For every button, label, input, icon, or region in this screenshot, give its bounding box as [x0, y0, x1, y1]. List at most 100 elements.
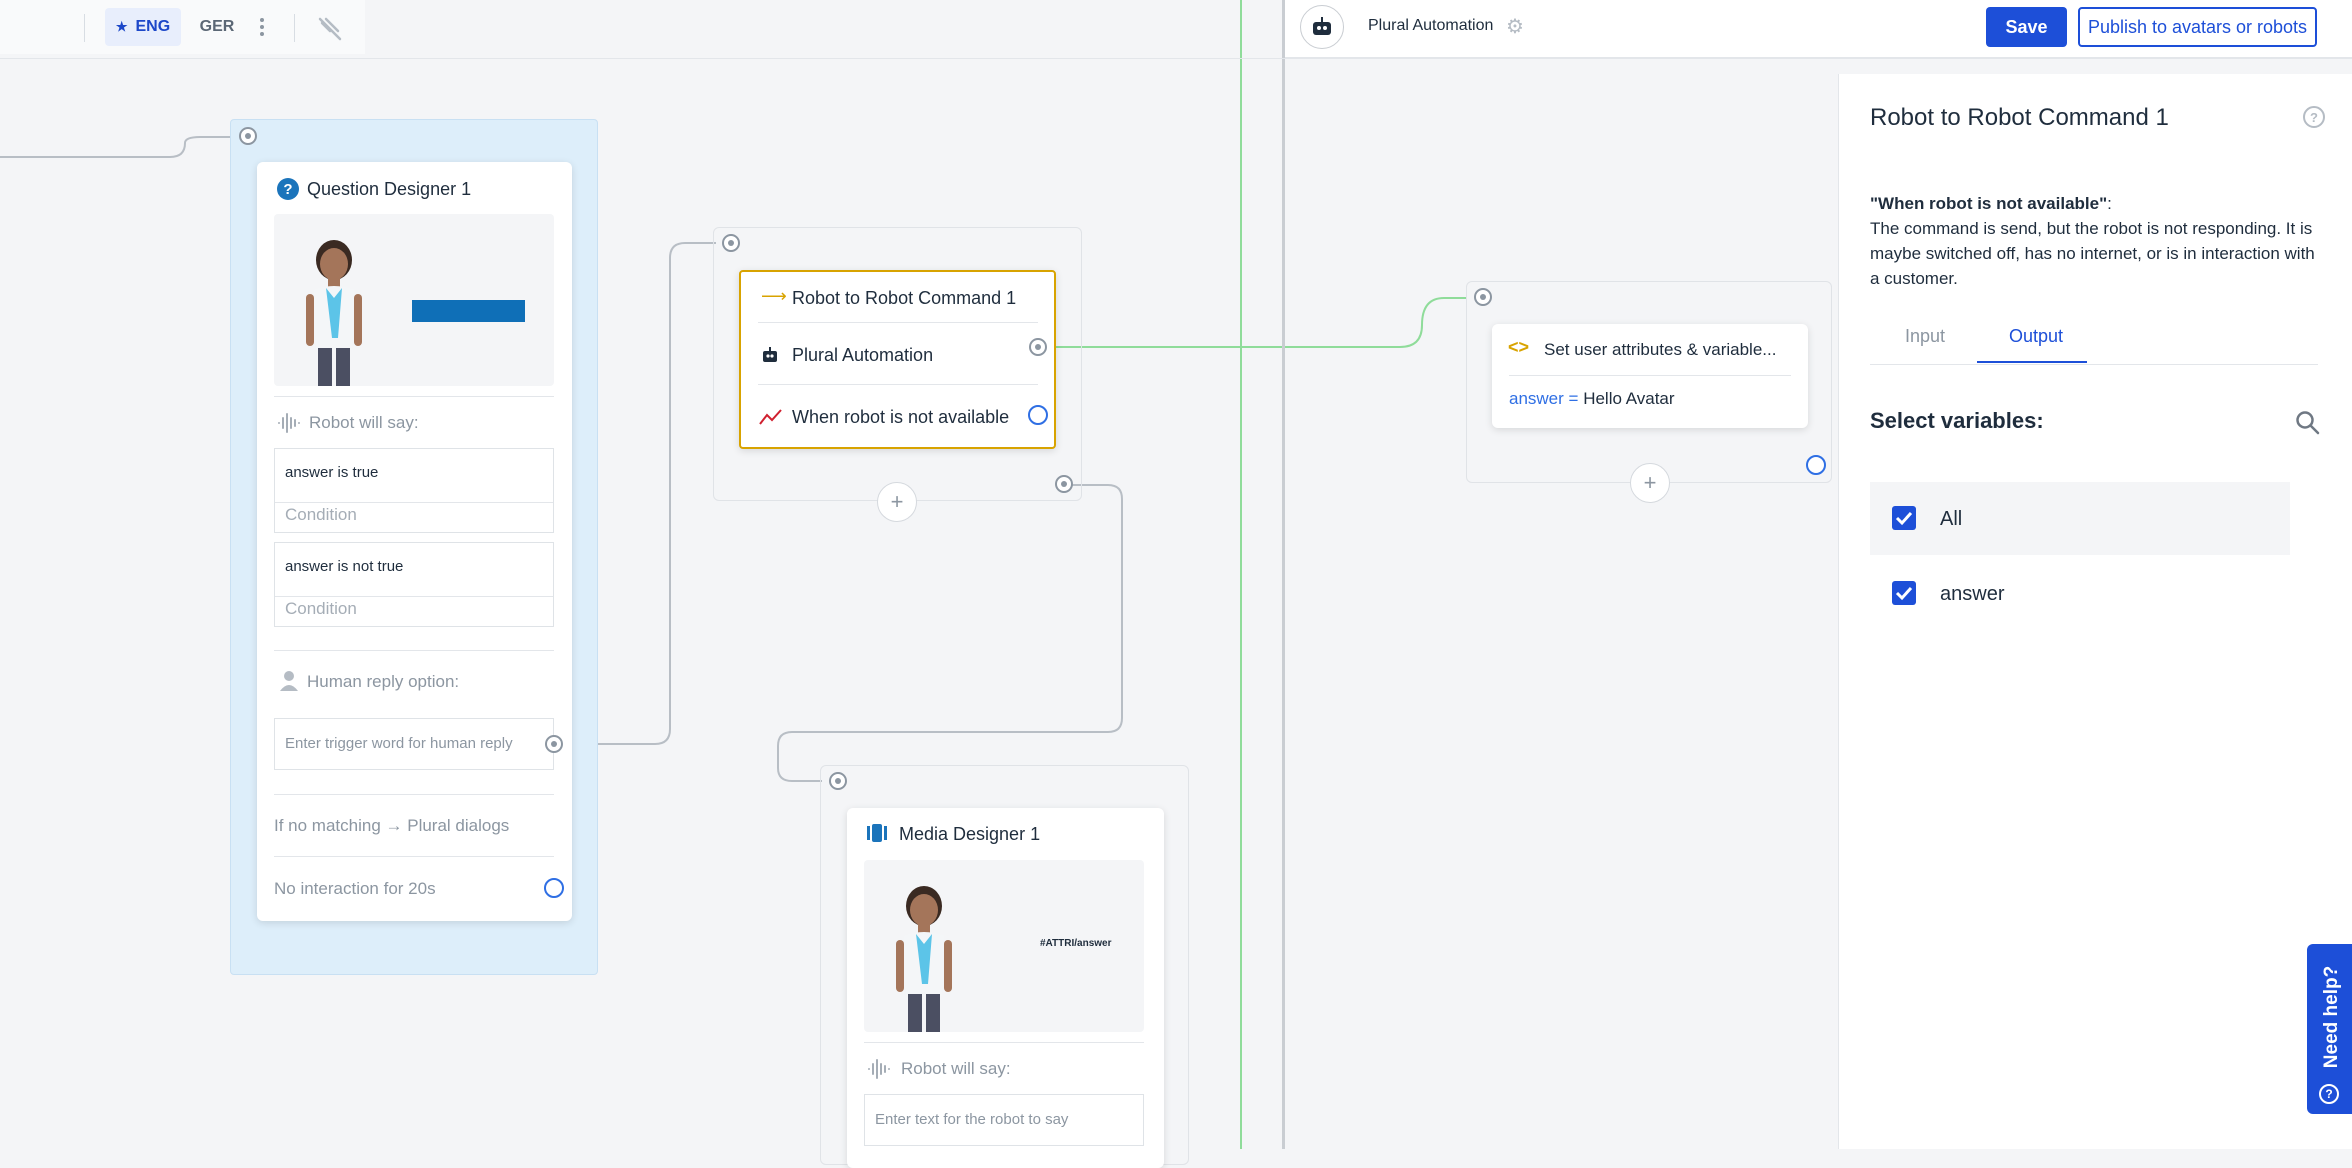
variable-row-all[interactable]: All [1870, 482, 2290, 555]
lang-eng-button[interactable]: ★ ENG [105, 8, 181, 46]
set-attributes-card[interactable]: <> Set user attributes & variable... ans… [1492, 324, 1808, 428]
publish-button[interactable]: Publish to avatars or robots [2078, 7, 2317, 47]
link-off-icon[interactable] [316, 15, 344, 41]
person-icon [280, 671, 298, 691]
description-body: The command is send, but the robot is no… [1870, 219, 2315, 288]
save-button[interactable]: Save [1986, 7, 2067, 47]
panel-title: Robot to Robot Command 1 [1870, 104, 2169, 131]
question-icon: ? [277, 178, 299, 200]
language-toolbar: ★ ENG GER [0, 0, 365, 54]
option-text: answer is true [285, 464, 378, 481]
divider [758, 384, 1038, 385]
question-designer-card[interactable]: ? Question Designer 1 Robot will say: an… [257, 162, 572, 921]
attributes-output-handle[interactable] [1806, 455, 1826, 475]
robot-command-target: Plural Automation [792, 345, 934, 365]
audio-wave-icon [868, 1059, 890, 1079]
divider [864, 1042, 1144, 1043]
set-attributes-title: Set user attributes & variable... [1544, 340, 1777, 359]
attributes-input-handle[interactable] [1474, 288, 1492, 306]
target-output-handle[interactable] [1029, 338, 1047, 356]
help-circle-icon: ? [2319, 1084, 2339, 1104]
checkbox-all[interactable] [1892, 506, 1916, 530]
connection-command-to-attributes [1048, 297, 1466, 348]
divider [274, 650, 554, 651]
option-suffix: is true [333, 464, 379, 481]
attribute-variable: answer [1509, 389, 1564, 408]
description-colon: : [2107, 194, 2112, 213]
robot-command-title: Robot to Robot Command 1 [792, 288, 1017, 308]
question-designer-title: Question Designer 1 [307, 179, 472, 199]
media-designer-title: Media Designer 1 [899, 824, 1041, 844]
divider [1509, 375, 1791, 376]
arrow-right-icon: ⟶ [761, 286, 787, 306]
robot-command-card[interactable]: ⟶ Robot to Robot Command 1 Plural Automa… [739, 270, 1056, 449]
robot-avatar[interactable] [1300, 5, 1344, 49]
option-text: answer is not true [285, 558, 403, 575]
add-step-button[interactable]: + [877, 482, 917, 522]
pane-divider[interactable] [1282, 0, 1285, 1149]
attribute-tag: #ATTRI/answer [1040, 938, 1112, 949]
attribute-equals: = [1563, 389, 1584, 408]
fallback-output-handle[interactable] [1028, 405, 1048, 425]
divider [275, 502, 553, 503]
divider [275, 596, 553, 597]
more-vertical-icon[interactable] [258, 16, 266, 38]
divider [274, 856, 554, 857]
no-interaction-text[interactable]: No interaction for 20s [274, 879, 436, 898]
code-icon: <> [1508, 337, 1530, 357]
help-circle-icon[interactable]: ? [2303, 106, 2325, 128]
no-interaction-output-handle[interactable] [544, 878, 564, 898]
toolbar-divider [294, 14, 295, 42]
need-help-label: Need help? [2321, 965, 2342, 1069]
human-reply-label: Human reply option: [307, 672, 460, 691]
command-input-handle[interactable] [722, 234, 740, 252]
connection-entry [0, 136, 232, 158]
answer-option-1[interactable]: answer is true Condition [274, 448, 554, 533]
media-preview[interactable]: #ATTRI/answer [864, 860, 1144, 1032]
attribute-value: Hello Avatar [1583, 389, 1675, 408]
attribute-assignment: answer = Hello Avatar [1509, 389, 1675, 409]
trigger-placeholder: Enter trigger word for human reply [285, 735, 513, 752]
variable-label: All [1940, 508, 1963, 530]
robot-command-fallback: When robot is not available [792, 407, 1010, 427]
divider [274, 794, 554, 795]
connection-question-to-command [568, 242, 716, 745]
trigger-word-input[interactable]: Enter trigger word for human reply [274, 718, 554, 770]
node-input-handle[interactable] [239, 127, 257, 145]
media-designer-card[interactable]: Media Designer 1 #ATTRI/answer Robot wil… [847, 808, 1164, 1168]
gear-icon[interactable]: ⚙ [1506, 16, 1524, 38]
media-icon [867, 824, 887, 842]
robot-will-say-label: Robot will say: [901, 1059, 1011, 1078]
condition-input[interactable]: Condition [285, 599, 357, 618]
search-icon[interactable] [2295, 410, 2321, 436]
tab-divider [1870, 364, 2318, 365]
divider [758, 322, 1038, 323]
add-step-button[interactable]: + [1630, 463, 1670, 503]
robot-icon [1313, 17, 1331, 35]
command-output-handle[interactable] [1055, 475, 1073, 493]
tab-output[interactable]: Output [2009, 326, 2064, 346]
variable-row-answer[interactable]: answer [1870, 557, 2290, 630]
placeholder-bar [412, 300, 525, 322]
tab-input[interactable]: Input [1905, 326, 1946, 346]
flow-name: Plural Automation [1368, 17, 1494, 34]
checkbox-answer[interactable] [1892, 581, 1916, 605]
avatar-figure [896, 886, 952, 1032]
answer-option-2[interactable]: answer is not true Condition [274, 542, 554, 627]
avatar-preview[interactable] [274, 214, 554, 386]
toolbar-divider [84, 14, 85, 42]
check-icon [1895, 586, 1913, 601]
lang-ger-button[interactable]: GER [199, 18, 235, 35]
no-match-text[interactable]: If no matching → Plural dialogs [274, 816, 510, 835]
robot-say-input[interactable]: Enter text for the robot to say [864, 1094, 1144, 1146]
header-line [0, 58, 2352, 59]
divider [274, 396, 554, 397]
media-input-handle[interactable] [829, 772, 847, 790]
description-title: "When robot is not available" [1870, 194, 2108, 213]
need-help-button[interactable]: ? Need help? [2307, 944, 2352, 1114]
trigger-output-handle[interactable] [545, 735, 563, 753]
condition-input[interactable]: Condition [285, 505, 357, 524]
star-icon: ★ [115, 19, 128, 34]
select-variables-title: Select variables: [1870, 408, 2044, 433]
